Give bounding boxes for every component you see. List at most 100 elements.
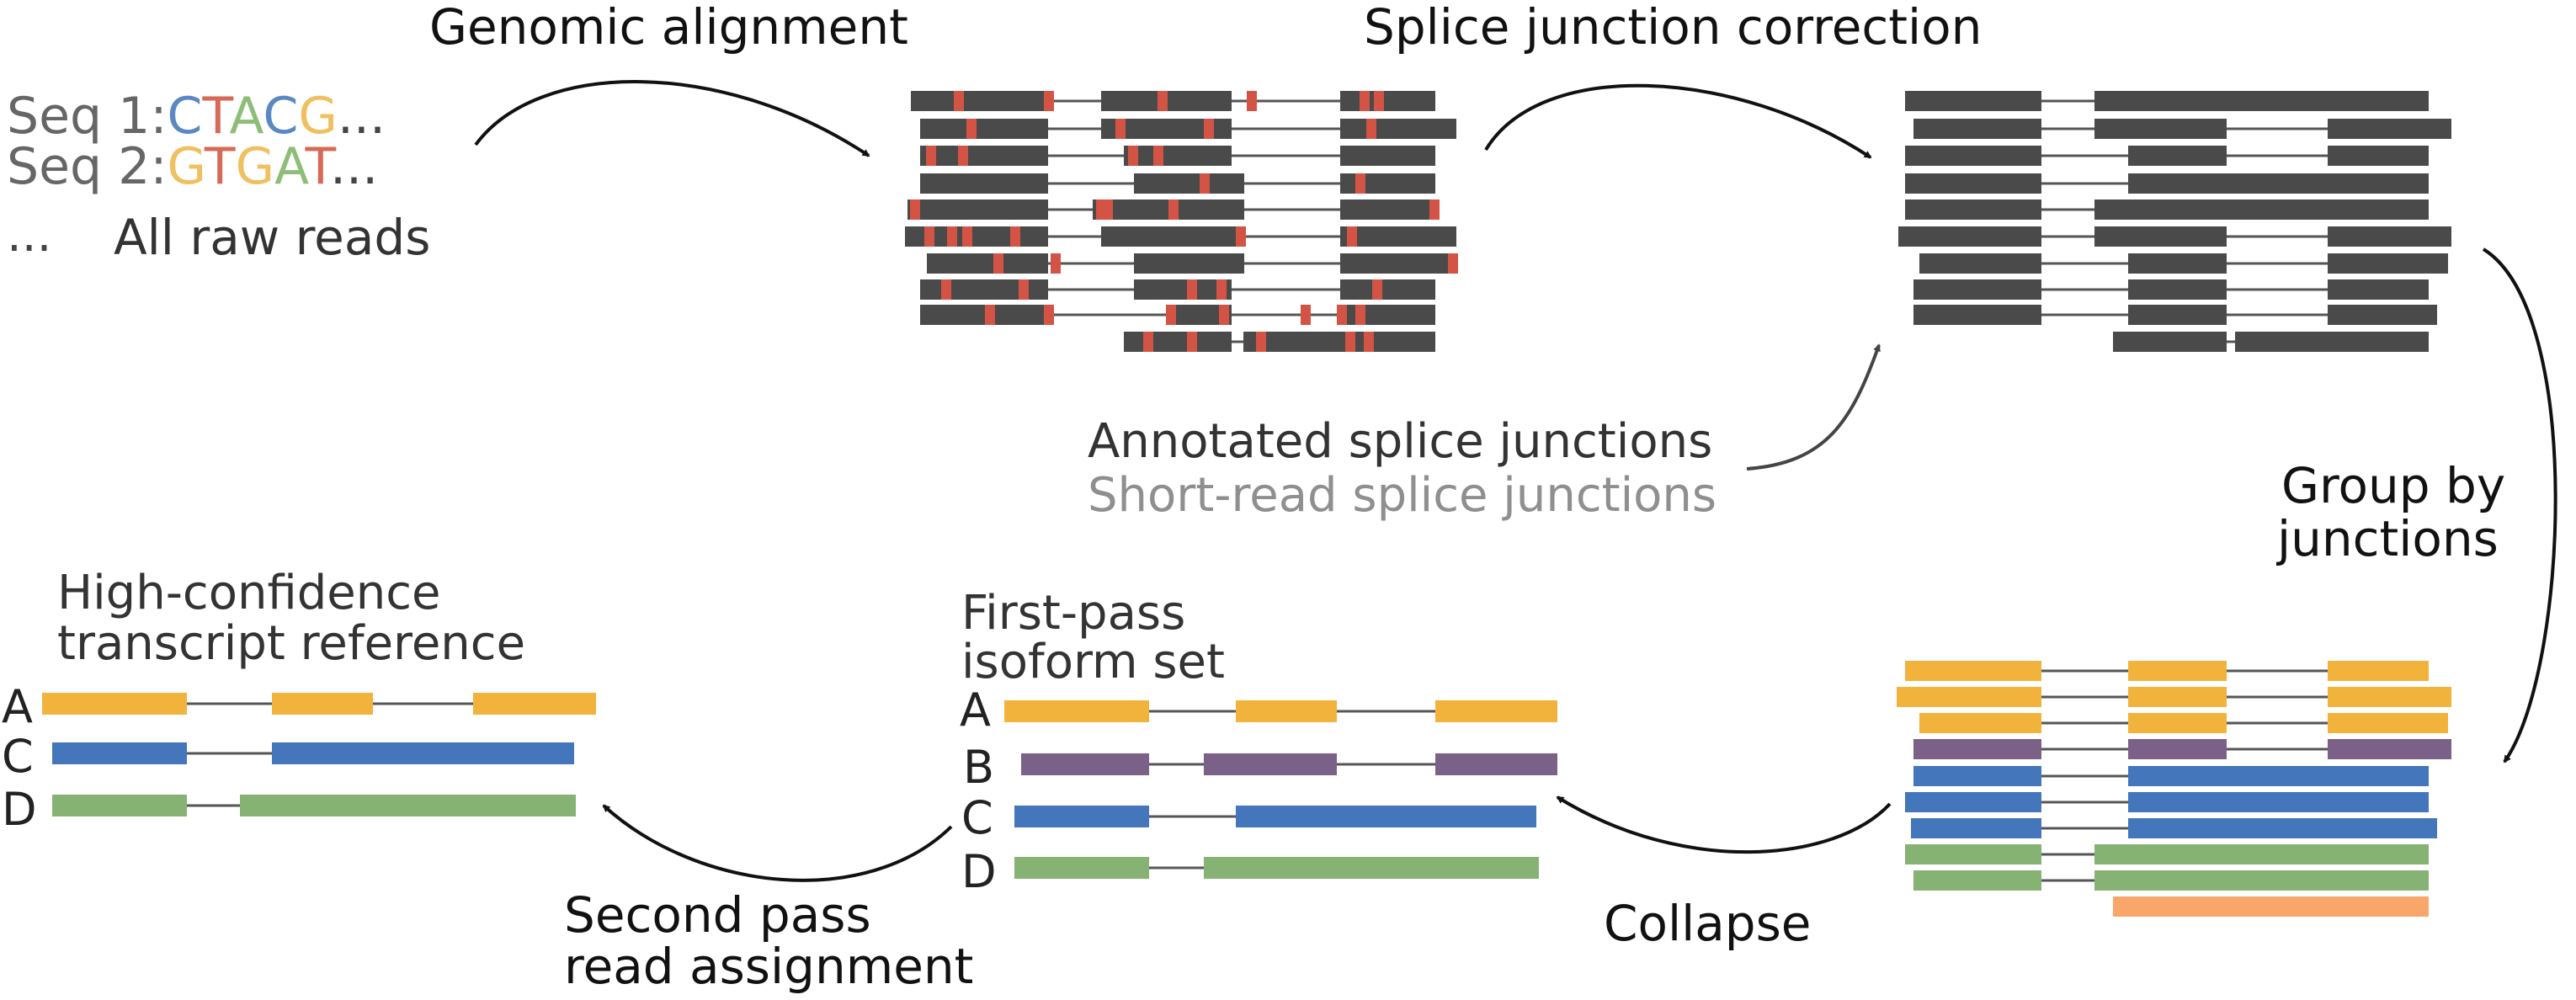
all-raw-reads-label: All raw reads: [114, 209, 430, 266]
alignment-error-mark: [966, 119, 977, 139]
arrow-collapse: [1556, 795, 1892, 854]
seq1-ellipsis: ...: [338, 87, 386, 146]
alignment-error-mark: [1158, 91, 1168, 111]
grouped-read-exon: [2328, 687, 2451, 707]
corrected-read-exon: [1905, 146, 2041, 166]
seq1-base: C: [263, 87, 298, 146]
aligned-read-exon: [1124, 332, 1232, 352]
seq1-base: G: [298, 87, 338, 146]
first-pass-title-2: isoform set: [961, 635, 1225, 689]
alignment-error-mark: [1166, 305, 1176, 325]
grouped-read-exon: [2128, 687, 2227, 707]
grouped-read-exon: [1913, 870, 2041, 891]
reference-transcript-exon: [240, 795, 576, 816]
seq2-base: A: [274, 137, 309, 196]
grouped-read-exon: [2094, 844, 2429, 864]
alignment-error-mark: [1219, 305, 1229, 325]
alignment-error-mark: [1168, 199, 1179, 220]
corrected-read-exon: [2128, 173, 2429, 194]
corrected-read-exon: [2328, 119, 2451, 139]
aligned-read-exon: [1340, 173, 1435, 194]
alignment-error-mark: [1216, 279, 1227, 300]
grouped-read-exon: [1905, 844, 2041, 864]
first-pass-letter: D: [961, 845, 997, 898]
seq1-prefix: Seq 1:: [7, 87, 168, 146]
seq1-base: C: [168, 87, 203, 146]
grouped-read-exon: [2128, 792, 2429, 812]
alignment-error-mark: [1374, 91, 1384, 111]
alignment-error-mark: [1010, 226, 1020, 247]
arrow-group: [2482, 247, 2557, 763]
alignment-error-mark: [1366, 119, 1376, 139]
seq2-ellipsis: ...: [330, 137, 378, 196]
first-pass-isoform-exon: [1004, 700, 1149, 722]
reference-transcript-exon: [272, 693, 373, 715]
aligned-read-exon: [1340, 119, 1456, 139]
reference-transcripts: [42, 693, 596, 816]
corrected-read-exon: [1905, 173, 2041, 194]
aligned-read-exon: [1340, 226, 1456, 247]
alignment-error-mark: [1044, 305, 1054, 325]
corrected-read-exon: [2128, 305, 2227, 325]
step-group-by-junctions-1: Group by: [2281, 457, 2505, 514]
alignment-error-mark: [1345, 332, 1355, 352]
reference-letter: A: [2, 680, 33, 733]
corrected-read-exon: [1905, 199, 2041, 220]
first-pass-letter: A: [960, 684, 991, 737]
alignment-error-mark: [1364, 332, 1374, 352]
corrected-read-exon: [2235, 332, 2429, 352]
aligned-read-exon: [920, 146, 1048, 166]
corrected-read-exon: [2094, 226, 2227, 247]
alignment-error-mark: [985, 305, 995, 325]
first-pass-isoform-exon: [1021, 753, 1149, 775]
grouped-read-exon: [1913, 766, 2041, 786]
grouped-read-exon: [2328, 713, 2448, 733]
first-pass-letter: C: [961, 791, 993, 844]
step-collapse: Collapse: [1604, 895, 1811, 952]
grouped-read-exon: [2128, 766, 2429, 786]
reference-transcript-exon: [52, 795, 187, 816]
alignment-error-mark: [924, 226, 934, 247]
aligned-read-exon: [911, 91, 1048, 111]
aligned-read-exon: [1101, 226, 1244, 247]
annotated-junctions-label: Annotated splice junctions: [1088, 414, 1712, 469]
alignment-error-mark: [1448, 253, 1458, 274]
seq2-prefix: Seq 2:: [7, 137, 168, 196]
step-genomic-alignment: Genomic alignment: [429, 0, 908, 56]
grouped-read-exon: [2094, 870, 2429, 891]
alignment-error-mark: [1236, 226, 1246, 247]
grouped-read-exon: [2128, 661, 2227, 681]
alignment-error-mark: [1347, 226, 1357, 247]
first-pass-isoform-exon: [1204, 857, 1539, 879]
corrected-read-exon: [2094, 91, 2429, 111]
grouped-read-exon: [1905, 661, 2041, 681]
alignment-error-mark: [1429, 199, 1440, 220]
alignment-error-mark: [1247, 91, 1257, 111]
reference-transcript-exon: [272, 742, 574, 764]
alignment-error-mark: [1128, 146, 1138, 166]
first-pass-isoforms: [1004, 700, 1557, 879]
reference-letter: C: [2, 730, 34, 783]
reference-letter: D: [2, 783, 37, 836]
corrected-read-exon: [2113, 332, 2227, 352]
arrow-junction-sources: [1746, 343, 1881, 471]
alignment-error-mark: [1360, 91, 1370, 111]
alignment-error-mark: [910, 199, 920, 220]
corrected-read-exon: [2128, 253, 2227, 274]
seq2-base: T: [204, 137, 236, 196]
first-pass-isoform-exon: [1204, 753, 1337, 775]
corrected-read-exon: [2328, 146, 2429, 166]
aligned-read-exon: [907, 199, 1048, 220]
corrected-read-exon: [2328, 253, 2448, 274]
alignment-error-mark: [1153, 146, 1163, 166]
aligned-read-exon: [1134, 279, 1232, 300]
seq1-line: Seq 1:CTACG...: [7, 87, 386, 146]
corrected-read-exon: [2094, 199, 2429, 220]
aligned-read-exon: [927, 253, 1048, 274]
alignment-error-mark: [1355, 305, 1365, 325]
aligned-read-exon: [1340, 253, 1456, 274]
alignment-error-mark: [1256, 332, 1266, 352]
alignment-error-mark: [1044, 91, 1054, 111]
seq2-base: G: [236, 137, 275, 196]
